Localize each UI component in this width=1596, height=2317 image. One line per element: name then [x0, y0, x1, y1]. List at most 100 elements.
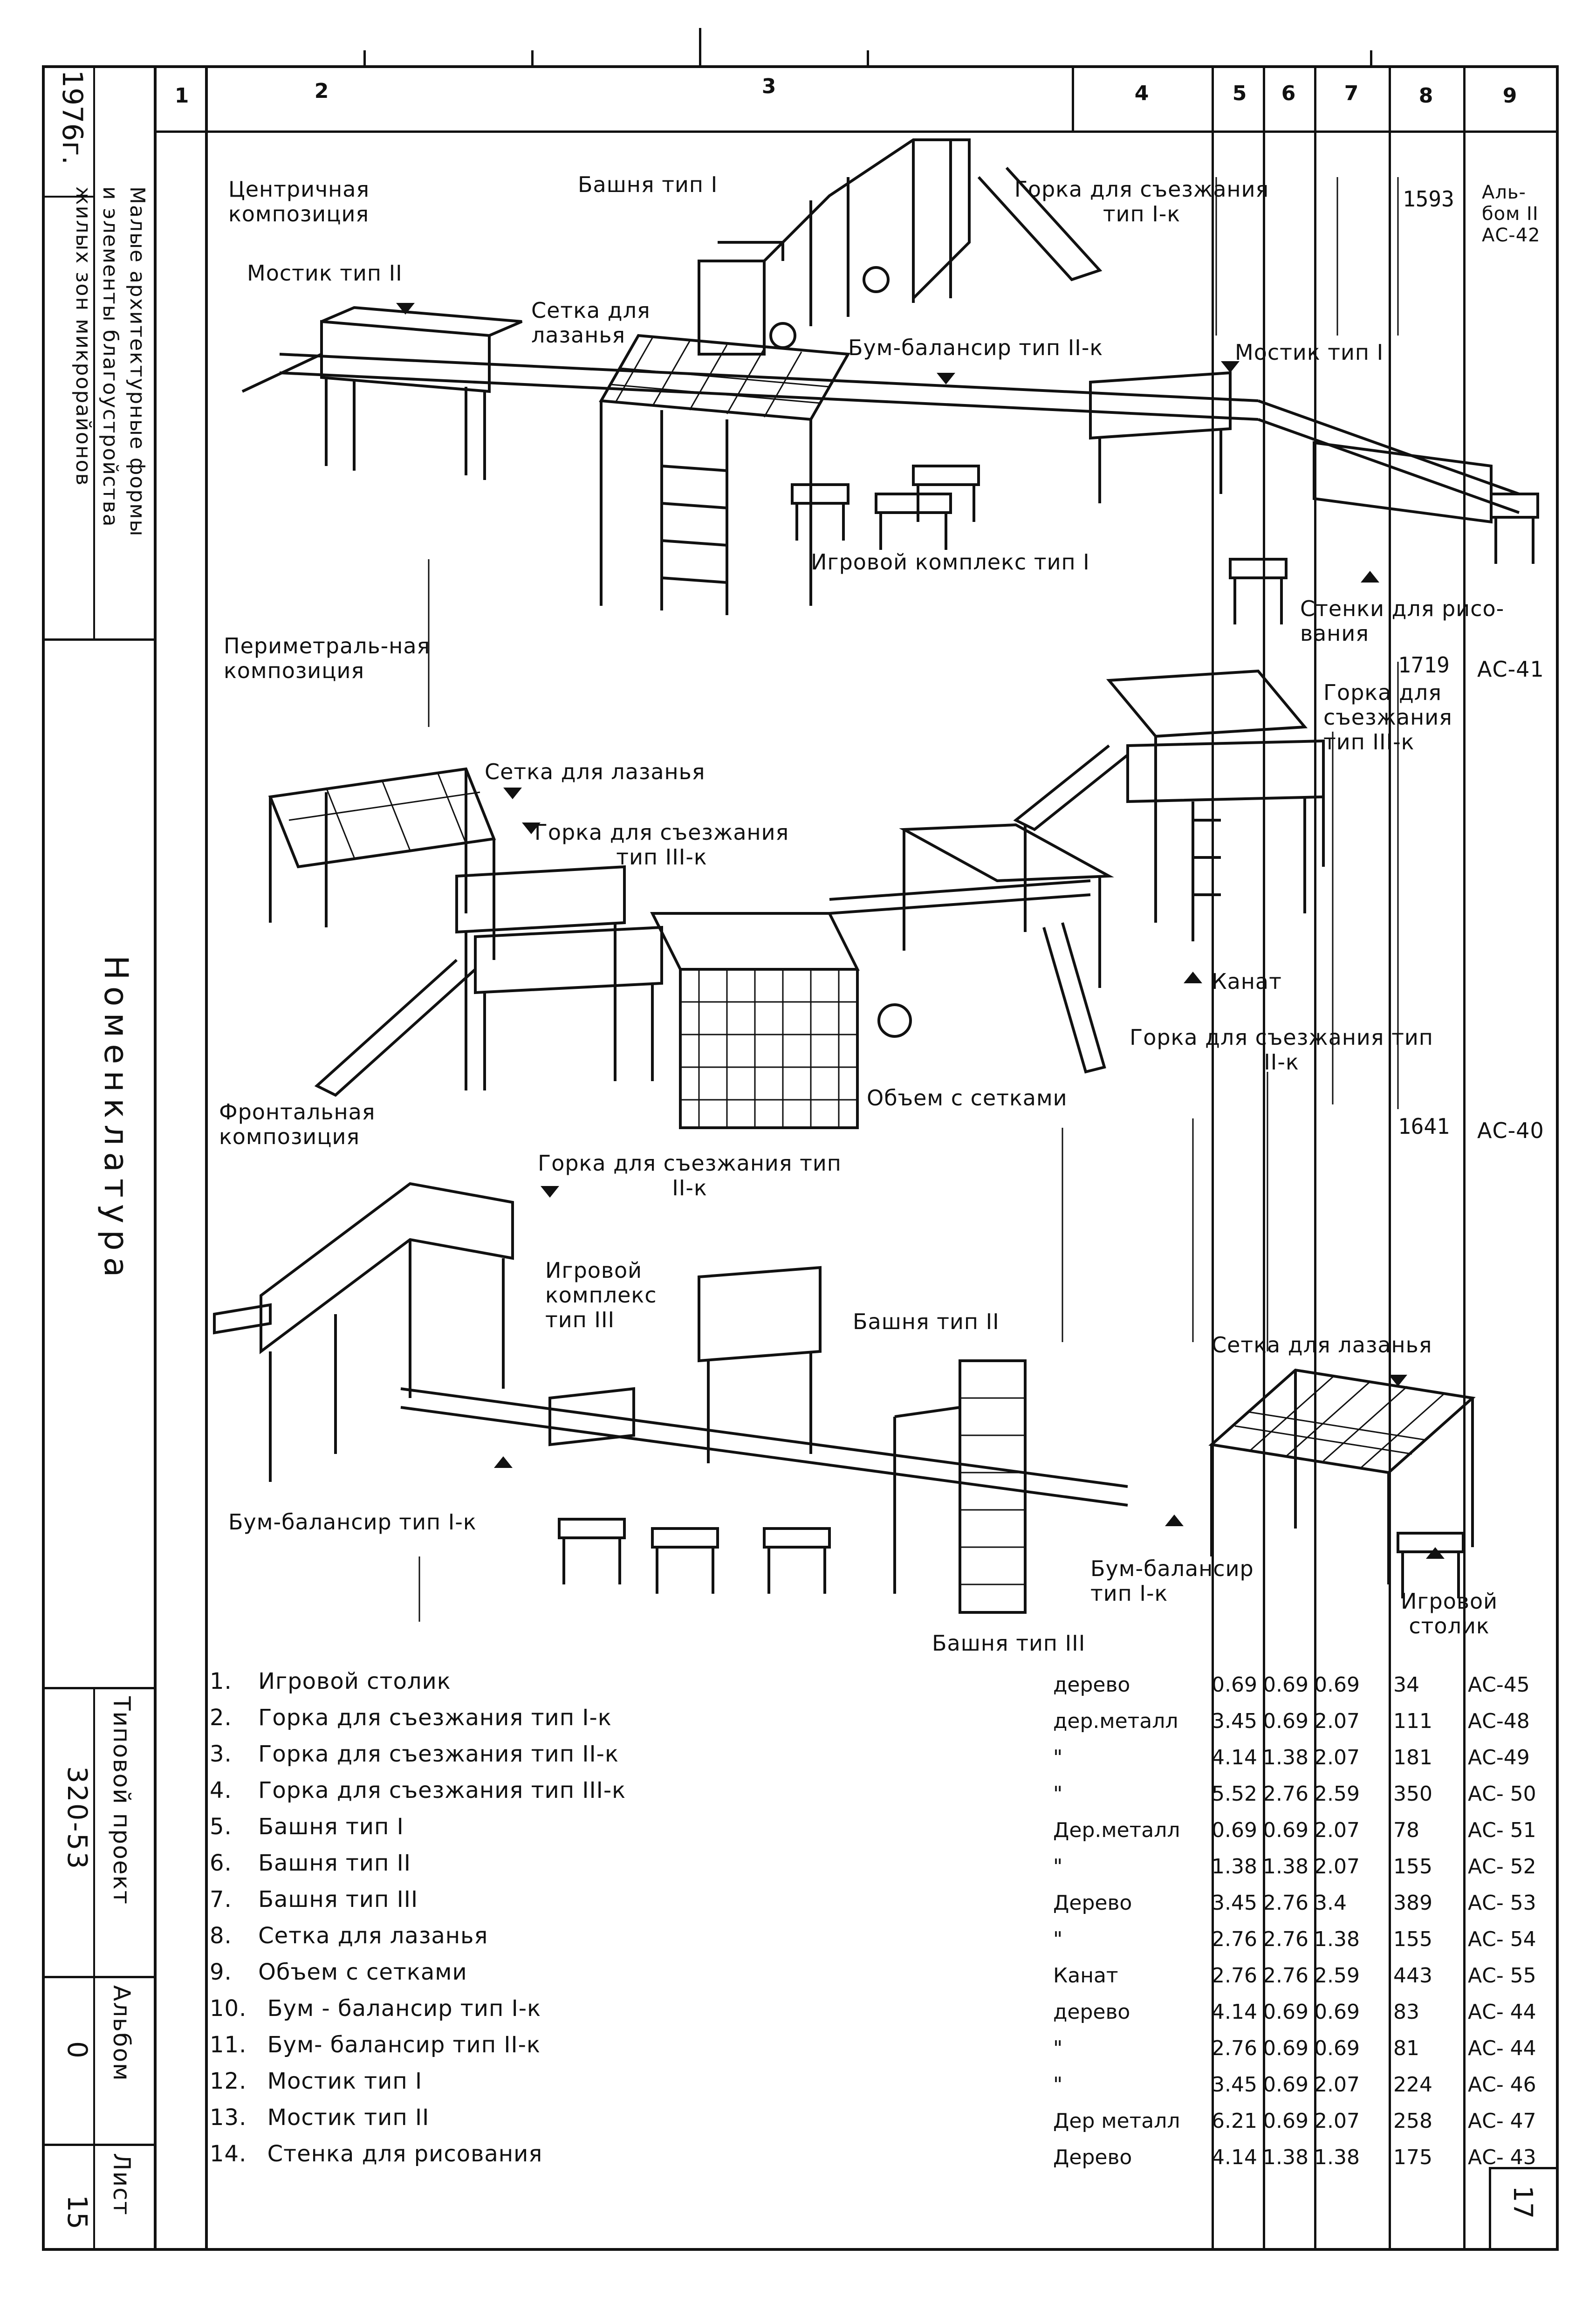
col8-cell: 443: [1393, 1964, 1432, 1988]
col6-cell: 2.76: [1263, 1891, 1308, 1915]
col8-cell: 155: [1393, 1855, 1432, 1878]
legend-item-9: 9. Объем с сетками: [210, 1959, 467, 1985]
col5-cell: 0.69: [1212, 1818, 1257, 1842]
annotation-balance-beam-2k: Бум-балансир тип II-к: [848, 335, 1103, 360]
col6-cell: 0.69: [1263, 1818, 1308, 1842]
legend-item-8: 8. Сетка для лазанья: [210, 1923, 488, 1949]
centric-col8-value: 1593: [1403, 186, 1454, 212]
frame-left: [42, 65, 45, 2251]
material-cell: дерево: [1053, 2000, 1130, 2024]
legend-item-6: 6. Башня тип II: [210, 1850, 411, 1876]
col5-cell: 3.45: [1212, 1891, 1257, 1915]
col9-cell: АС- 53: [1468, 1891, 1536, 1915]
composition-label-centric: Центричная композиция: [228, 177, 370, 226]
frame-right: [1556, 65, 1559, 2251]
composition-drawings: [213, 138, 1539, 1622]
page-number: 17: [1507, 2186, 1538, 2219]
col7-cell: 2.59: [1314, 1782, 1360, 1806]
col6-cell: 2.76: [1263, 1964, 1308, 1988]
col5-cell: 2.76: [1212, 2036, 1257, 2060]
legend-item-14: 14. Стенка для рисования: [210, 2141, 543, 2167]
col7-cell: 2.07: [1314, 1818, 1360, 1842]
legend-item-13: 13. Мостик тип II: [210, 2104, 430, 2131]
col7-cell: 2.07: [1314, 2109, 1360, 2133]
annotation-slide-3k-b: Горка для съезжания тип III-к: [1323, 680, 1452, 754]
annotation-slide-2k-b: Горка для съезжания тип II-к: [538, 1151, 842, 1200]
col6-cell: 2.76: [1263, 1927, 1308, 1951]
col8-cell: 181: [1393, 1746, 1432, 1769]
sidebar-sheet-label: Лист: [108, 2153, 135, 2216]
sidebar-project-number: 320-53: [62, 1766, 93, 1871]
legend-item-4: 4. Горка для съезжания тип III-к: [210, 1777, 626, 1803]
col5-cell: 6.21: [1212, 2109, 1257, 2133]
col5-cell: 5.52: [1212, 1782, 1257, 1806]
col6-cell: 1.38: [1263, 1855, 1308, 1878]
legend-item-2: 2. Горка для съезжания тип I-к: [210, 1705, 612, 1731]
annotation-tower-type-3: Башня тип III: [932, 1631, 1086, 1656]
col5-cell: 2.76: [1212, 1964, 1257, 1988]
col9-cell: АС-45: [1468, 1673, 1530, 1697]
annotation-climbing-net-1: Сетка для лазанья: [531, 298, 651, 348]
frontal-col9-value: АС-40: [1477, 1118, 1544, 1143]
material-cell: Дер.металл: [1053, 1818, 1180, 1842]
legend-item-10: 10. Бум - балансир тип I-к: [210, 1995, 541, 2022]
sidebar-project-label: Типовой проект: [108, 1696, 135, 1905]
col8-cell: 389: [1393, 1891, 1432, 1915]
col-header-1: 1: [174, 84, 189, 108]
sidebar-album-label: Альбом: [108, 1985, 135, 2082]
perimeter-col8-value: 1719: [1398, 652, 1450, 678]
annotation-climbing-net-2: Сетка для лазанья: [485, 759, 706, 784]
material-cell: Дерево: [1053, 2146, 1132, 2169]
material-cell: дер.металл: [1053, 1709, 1178, 1733]
col5-cell: 4.14: [1212, 1746, 1257, 1769]
legend-item-1: 1. Игровой столик: [210, 1668, 451, 1694]
col-header-5: 5: [1232, 82, 1247, 105]
col7-cell: 2.07: [1314, 1746, 1360, 1769]
col7-cell: 2.07: [1314, 1855, 1360, 1878]
col6-cell: 0.69: [1263, 1709, 1308, 1733]
col6-cell: 0.69: [1263, 1673, 1308, 1697]
col6-cell: 0.69: [1263, 2000, 1308, 2024]
legend-item-3: 3. Горка для съезжания тип II-к: [210, 1741, 619, 1767]
col6-cell: 1.38: [1263, 2146, 1308, 2169]
annotation-bridge-type-1: Мостик тип I: [1235, 340, 1384, 365]
col8-cell: 258: [1393, 2109, 1432, 2133]
col-header-7: 7: [1344, 82, 1359, 105]
sidebar-album-value: 0: [62, 2041, 93, 2058]
col9-cell: АС-48: [1468, 1709, 1530, 1733]
col9-cell: АС- 44: [1468, 2000, 1536, 2024]
col6-cell: 0.69: [1263, 2036, 1308, 2060]
material-cell: ": [1053, 1927, 1063, 1951]
col5-cell: 1.38: [1212, 1855, 1257, 1878]
sidebar-divider: [154, 65, 157, 2251]
legend-item-7: 7. Башня тип III: [210, 1886, 418, 1913]
annotation-tower-type-1: Башня тип I: [578, 172, 718, 197]
material-cell: ": [1053, 1746, 1063, 1769]
annotation-balance-beam-1k-b: Бум-балансир тип I-к: [1090, 1556, 1254, 1606]
col6-cell: 1.38: [1263, 1746, 1308, 1769]
col9-cell: АС-49: [1468, 1746, 1530, 1769]
col9-cell: АС- 43: [1468, 2146, 1536, 2169]
col8-cell: 111: [1393, 1709, 1432, 1733]
col5-cell: 3.45: [1212, 1709, 1257, 1733]
col-header-2: 2: [314, 79, 329, 103]
frontal-composition-drawing: [213, 1182, 1476, 1614]
col9-cell: АС- 50: [1468, 1782, 1536, 1806]
col5-cell: 4.14: [1212, 2146, 1257, 2169]
material-cell: ": [1053, 1855, 1063, 1878]
annotation-drawing-walls: Стенки для рисо-вания: [1300, 596, 1505, 646]
legend-item-11: 11. Бум- балансир тип II-к: [210, 2032, 541, 2058]
col-header-6: 6: [1281, 82, 1296, 105]
annotation-tower-type-2: Башня тип II: [853, 1309, 1000, 1334]
sidebar-sheet-value: 15: [62, 2195, 93, 2229]
annotation-play-complex-3: Игровой комплекс тип III: [545, 1258, 657, 1332]
annotation-balance-beam-1k-a: Бум-балансир тип I-к: [228, 1509, 477, 1535]
col6-cell: 0.69: [1263, 2109, 1308, 2133]
composition-label-perimeter: Периметраль-ная композиция: [224, 633, 431, 683]
